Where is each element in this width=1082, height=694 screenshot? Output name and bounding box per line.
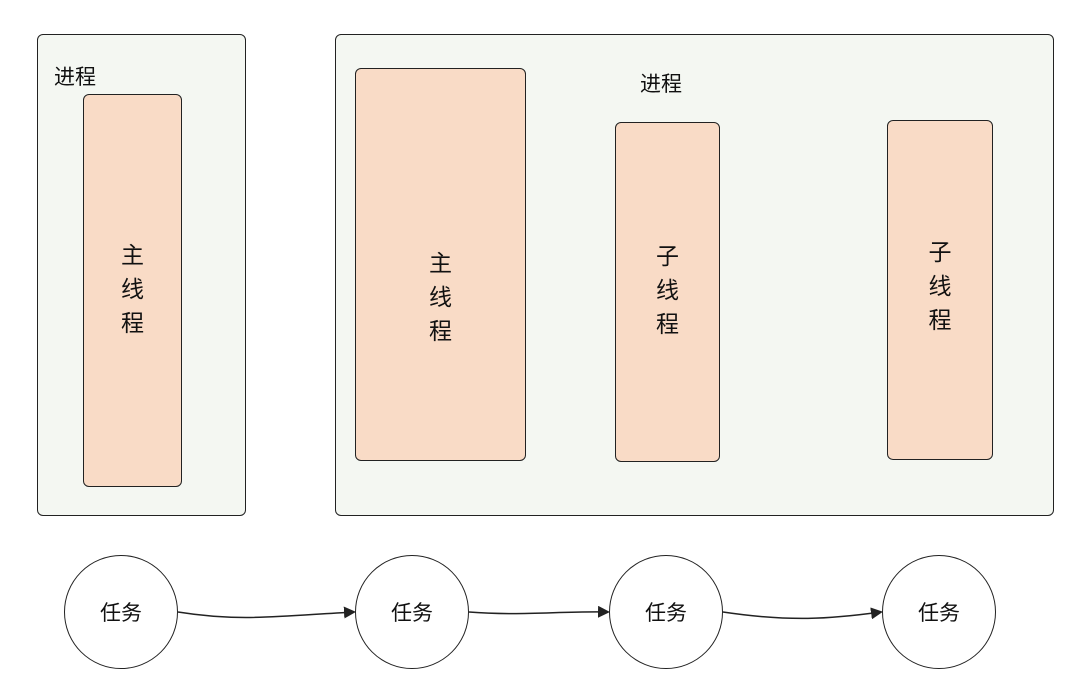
task-node: 任务 bbox=[609, 555, 723, 669]
task-label: 任务 bbox=[918, 601, 960, 625]
thread-label-char: 程 bbox=[928, 308, 952, 334]
thread-label-char: 程 bbox=[121, 311, 144, 337]
process-box: 进程 主 线 程 子 线 程 子 线 程 bbox=[335, 34, 1054, 516]
task-node: 任务 bbox=[355, 555, 469, 669]
child-thread-box: 子 线 程 bbox=[615, 122, 720, 462]
thread-label-char: 线 bbox=[928, 274, 952, 300]
flow-arrow bbox=[177, 606, 356, 619]
task-node: 任务 bbox=[882, 555, 996, 669]
thread-label-char: 程 bbox=[656, 312, 679, 338]
main-thread-box: 主 线 程 bbox=[83, 94, 182, 487]
thread-label-char: 程 bbox=[429, 319, 452, 345]
flow-arrow bbox=[722, 607, 883, 620]
thread-label-char: 主 bbox=[121, 243, 144, 269]
task-label: 任务 bbox=[391, 601, 433, 625]
thread-label-char: 主 bbox=[429, 251, 452, 277]
thread-label: 主 线 程 bbox=[356, 247, 525, 349]
process-label: 进程 bbox=[640, 72, 682, 96]
thread-label-char: 子 bbox=[928, 240, 952, 266]
process-box: 进程 主 线 程 bbox=[37, 34, 246, 516]
thread-label: 主 线 程 bbox=[84, 239, 181, 341]
task-label: 任务 bbox=[100, 601, 142, 625]
child-thread-box: 子 线 程 bbox=[887, 120, 993, 460]
thread-label-char: 线 bbox=[121, 277, 144, 303]
process-label: 进程 bbox=[54, 65, 96, 89]
thread-label-char: 线 bbox=[656, 278, 679, 304]
main-thread-box: 主 线 程 bbox=[355, 68, 526, 461]
thread-label-char: 子 bbox=[656, 244, 679, 270]
flow-arrow bbox=[468, 605, 610, 618]
task-label: 任务 bbox=[645, 601, 687, 625]
task-node: 任务 bbox=[64, 555, 178, 669]
thread-label: 子 线 程 bbox=[616, 240, 719, 342]
thread-label-char: 线 bbox=[429, 285, 452, 311]
thread-label: 子 线 程 bbox=[888, 236, 992, 338]
